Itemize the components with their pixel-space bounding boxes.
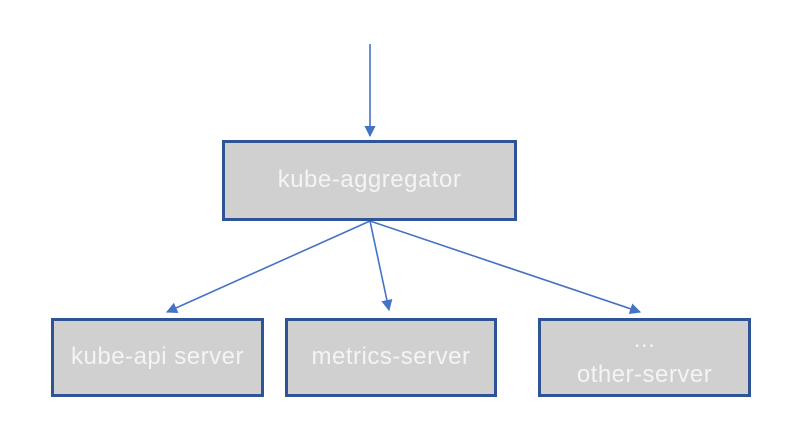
arrow-aggregator-to-other-server xyxy=(369,220,642,315)
node-metrics-server: metrics-server xyxy=(285,318,497,397)
node-metrics-server-label: metrics-server xyxy=(311,343,471,371)
node-kube-aggregator-label: kube-aggregator xyxy=(277,166,462,194)
node-other-server-ellipsis: ... xyxy=(633,325,656,353)
arrow-aggregator-to-kube-api-server xyxy=(165,220,371,313)
node-kube-aggregator: kube-aggregator xyxy=(222,140,517,221)
arrow-aggregator-to-metrics-server xyxy=(369,220,393,312)
node-other-server: ... other-server xyxy=(538,318,751,397)
node-kube-api-server: kube-api server xyxy=(51,318,264,397)
node-kube-api-server-label: kube-api server xyxy=(71,343,244,371)
node-other-server-label: other-server xyxy=(576,360,713,388)
